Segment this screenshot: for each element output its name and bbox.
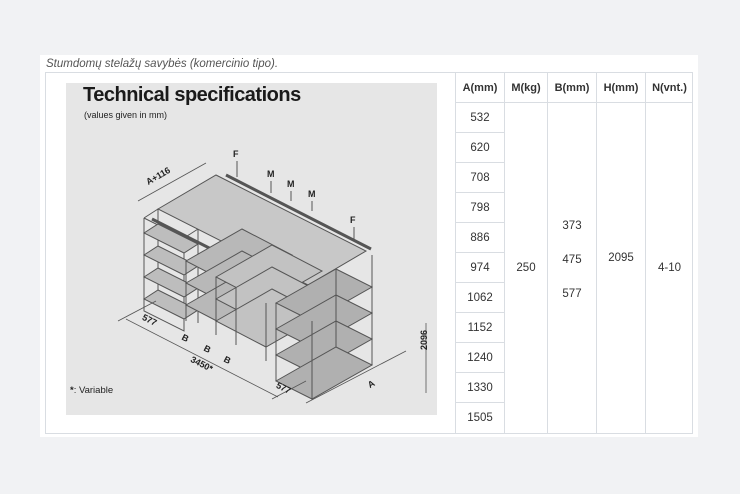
cell-h: 2095 [608,252,634,264]
specifications-table: Technical specifications (values given i… [45,72,693,434]
cell-a: 708 [456,163,504,193]
label-m1: M [267,169,275,179]
label-f1: F [233,149,239,159]
cell-a: 1330 [456,373,504,403]
cell-a: 532 [456,103,504,133]
label-f2: F [350,215,356,225]
column-h: H(mm) 2095 [597,73,646,433]
label-m2: M [287,179,295,189]
figure-title: Technical specifications [83,84,301,106]
label-height: 2096 [419,329,430,351]
header-b: B(mm) [548,73,596,103]
column-m: M(kg) 250 [505,73,548,433]
cell-b: 577 [562,288,582,300]
cell-a: 974 [456,253,504,283]
legend-text: : Variable [73,385,114,396]
cell-a: 1505 [467,412,493,424]
cell-a: 620 [456,133,504,163]
header-h: H(mm) [597,73,645,103]
spec-grid: A(mm) 532 620 708 798 886 974 1062 1152 … [456,73,693,433]
column-b: B(mm) 373 475 577 [548,73,597,433]
cell-a: 1240 [456,343,504,373]
image-cell: Technical specifications (values given i… [46,73,456,433]
cell-a: 798 [456,193,504,223]
shelving-drawing [117,161,427,404]
figure-subtitle: (values given in mm) [84,110,168,120]
cell-a: 1062 [456,283,504,313]
cell-n: 4-10 [657,262,682,274]
legend-mark: * [70,385,74,396]
header-m: M(kg) [505,73,547,103]
cell-b: 373 [562,220,582,232]
label-m3: M [308,189,316,199]
header-n: N(vnt.) [646,73,693,103]
cell-a: 886 [456,223,504,253]
content-panel: Stumdomų stelažų savybės (komercinio tip… [40,55,698,437]
column-n: N(vnt.) 4-10 [646,73,693,433]
cell-a: 1152 [456,313,504,343]
header-a: A(mm) [456,73,504,103]
column-a: A(mm) 532 620 708 798 886 974 1062 1152 … [456,73,505,433]
cell-m: 250 [516,262,536,274]
figure-legend: *: Variable [70,385,113,396]
cell-b: 475 [562,254,582,266]
technical-specifications-figure: Technical specifications (values given i… [66,83,437,415]
table-caption: Stumdomų stelažų savybės (komercinio tip… [46,58,279,70]
